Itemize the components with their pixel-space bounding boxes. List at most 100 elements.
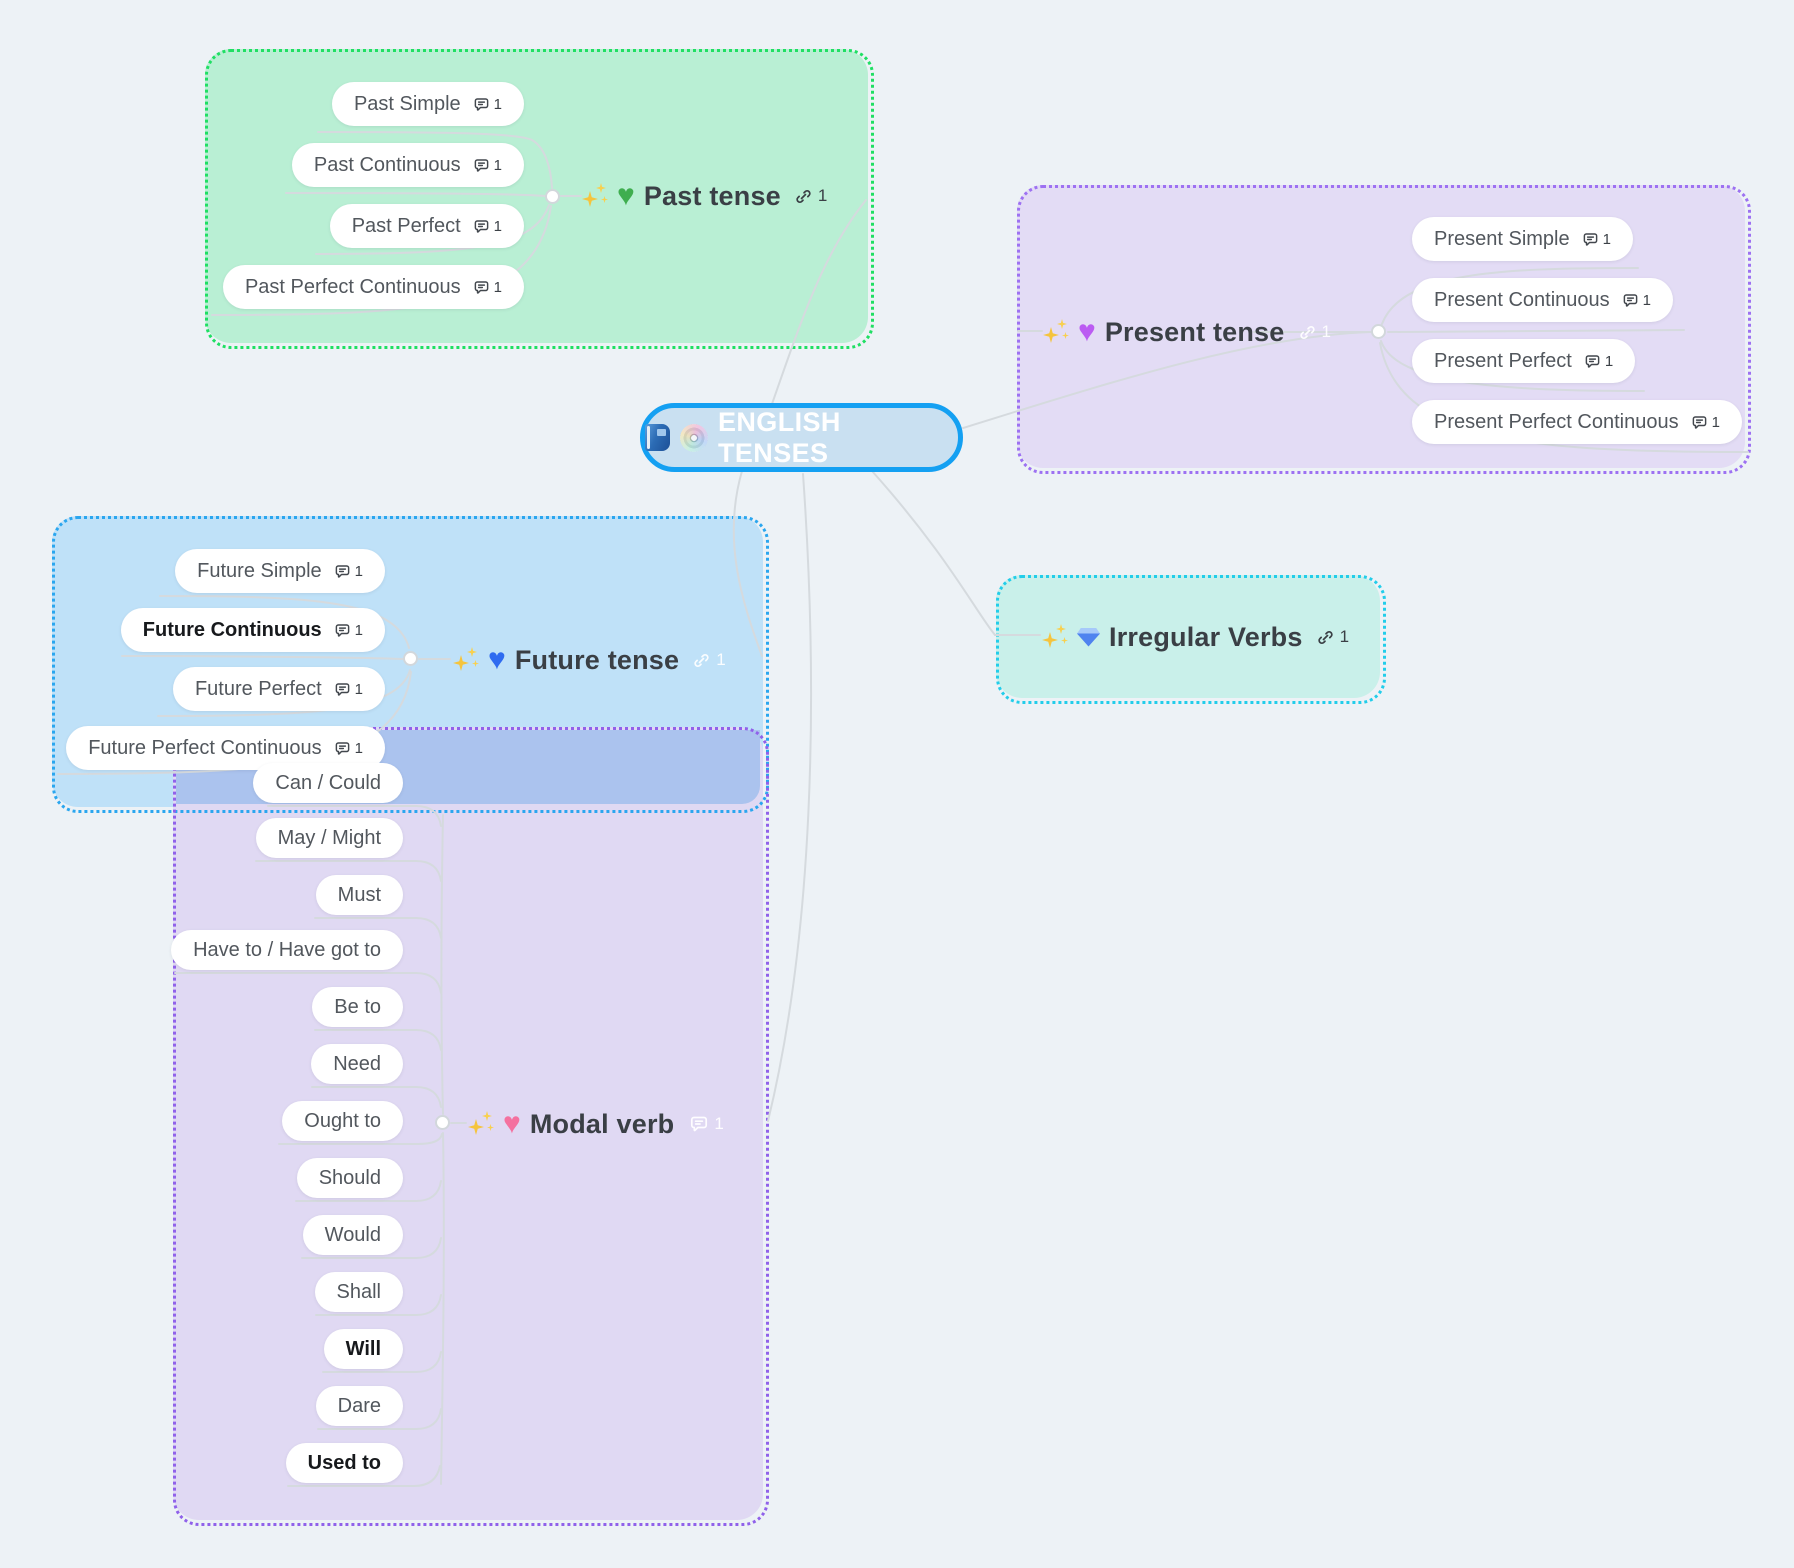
modal-group-border[interactable] [173,727,769,1526]
comment-badge[interactable]: 1 [473,279,502,296]
link-icon [1299,325,1315,339]
node-label: Present Perfect Continuous [1434,410,1679,433]
comment-count: 1 [354,562,363,580]
link-count: 1 [1321,322,1331,341]
node-label: Should [318,1166,381,1189]
root-label: ENGLISH TENSES [718,406,841,468]
comment-icon [335,623,349,637]
comment-icon [1623,293,1638,307]
node-future-tense[interactable]: ♥ Future tense 1 [453,638,726,682]
node-present-perfect[interactable]: Present Perfect 1 [1412,339,1636,383]
node-used-to[interactable]: Used to [285,1443,403,1483]
present-group-border[interactable] [1017,185,1751,474]
node-label: Ought to [304,1109,381,1132]
node-label: Past Continuous [313,153,461,176]
node-can-could[interactable]: Can / Could [253,763,403,803]
node-would[interactable]: Would [302,1215,403,1255]
node-label: Future Perfect Continuous [88,736,322,759]
node-label: Present Simple [1434,227,1570,250]
node-present-tense[interactable]: ♥ Present tense 1 [1043,310,1331,354]
node-label: Shall [336,1280,381,1303]
link-badge[interactable]: 1 [1298,322,1331,342]
node-label: Can / Could [275,771,381,794]
node-may-might[interactable]: May / Might [255,818,403,858]
collapse-handle-future[interactable] [403,651,418,666]
comment-badge[interactable]: 1 [1582,231,1611,248]
link-count: 1 [716,650,726,669]
green-heart-icon: ♥ [617,179,635,212]
gem-icon [1077,627,1100,647]
comment-icon [1692,415,1706,429]
node-dare[interactable]: Dare [315,1386,403,1426]
comment-count: 1 [714,1114,724,1133]
cd-icon [680,423,708,452]
comment-badge[interactable]: 1 [334,563,363,580]
link-badge[interactable]: 1 [692,650,726,670]
comment-badge[interactable]: 1 [1622,292,1651,309]
collapse-handle-present[interactable] [1371,324,1386,339]
node-label: Future Perfect [194,677,322,700]
collapse-handle-modal[interactable] [435,1115,450,1130]
sparkles-icon [582,183,608,209]
comment-badge[interactable]: 1 [473,96,502,113]
link-badge[interactable]: 1 [1316,627,1349,647]
node-present-simple[interactable]: Present Simple 1 [1412,217,1633,261]
purple-heart-icon: ♥ [1078,315,1096,348]
node-past-tense[interactable]: ♥ Past tense 1 [582,174,827,218]
comment-badge[interactable]: 1 [473,157,502,174]
node-present-continuous[interactable]: Present Continuous 1 [1412,278,1674,322]
node-have-to[interactable]: Have to / Have got to [171,930,403,970]
heading-label: Past tense [643,180,781,211]
node-modal-verb[interactable]: ♥ Modal verb 1 [468,1102,724,1146]
link-count: 1 [1339,627,1350,646]
node-future-continuous[interactable]: Future Continuous 1 [120,608,385,652]
node-past-simple[interactable]: Past Simple 1 [331,82,524,126]
comment-badge[interactable]: 1 [689,1114,724,1134]
irregular-group-fill [996,575,1380,698]
comment-count: 1 [493,278,502,296]
node-label: Have to / Have got to [193,938,381,961]
comment-count: 1 [354,621,363,639]
comment-count: 1 [354,739,363,757]
node-label: Used to [307,1451,381,1474]
comment-icon [335,741,349,755]
node-past-perfect-continuous[interactable]: Past Perfect Continuous 1 [222,265,524,309]
node-must[interactable]: Must [315,875,403,915]
node-need[interactable]: Need [311,1044,403,1084]
node-shall[interactable]: Shall [314,1272,403,1312]
comment-icon [335,564,349,578]
root-node[interactable]: ENGLISH TENSES [640,403,963,472]
comment-count: 1 [354,680,363,698]
comment-badge[interactable]: 1 [1584,353,1613,370]
comment-icon [335,682,349,696]
node-will[interactable]: Will [323,1329,403,1369]
comment-badge[interactable]: 1 [334,740,363,757]
node-irregular-verbs[interactable]: Irregular Verbs 1 [1042,615,1349,659]
node-future-simple[interactable]: Future Simple 1 [175,549,385,593]
link-badge[interactable]: 1 [794,186,827,206]
comment-icon [691,1116,708,1132]
node-past-perfect[interactable]: Past Perfect 1 [329,204,524,248]
comment-badge[interactable]: 1 [334,622,363,639]
node-ought-to[interactable]: Ought to [282,1101,403,1141]
past-group-border[interactable] [205,49,874,349]
node-label: Past Perfect [351,214,461,237]
comment-badge[interactable]: 1 [334,681,363,698]
irregular-group-border[interactable] [996,575,1386,704]
node-present-perfect-continuous[interactable]: Present Perfect Continuous 1 [1412,400,1742,444]
comment-count: 1 [1604,352,1614,370]
sparkles-icon [453,647,479,673]
node-be-to[interactable]: Be to [312,987,403,1027]
comment-badge[interactable]: 1 [1691,414,1720,431]
node-label: Present Continuous [1434,288,1610,311]
node-label: Past Simple [353,92,461,115]
node-past-continuous[interactable]: Past Continuous 1 [291,143,524,187]
sparkles-icon [1043,319,1069,345]
heading-label: Future tense [514,644,680,675]
node-future-perfect[interactable]: Future Perfect 1 [172,667,385,711]
node-should[interactable]: Should [296,1158,403,1198]
comment-count: 1 [493,156,502,174]
collapse-handle-past[interactable] [545,189,560,204]
comment-badge[interactable]: 1 [473,218,502,235]
